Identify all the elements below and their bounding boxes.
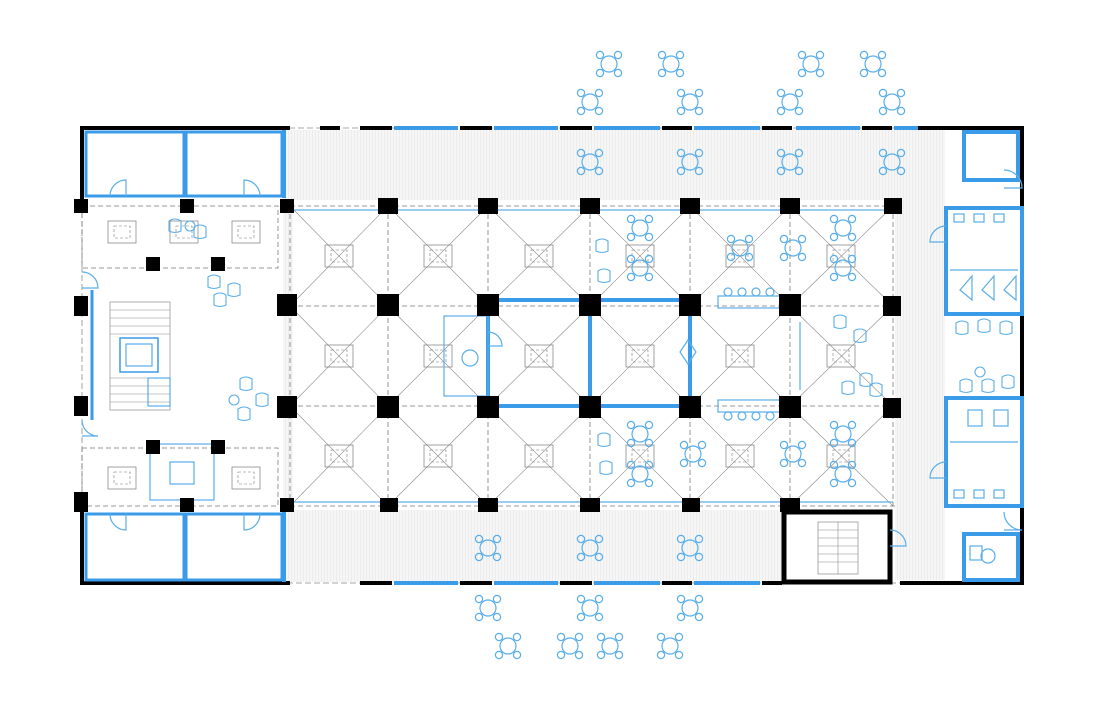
nw-rooms [84, 130, 286, 198]
west-lounge-chairs [168, 218, 269, 422]
south-stair-core [781, 509, 907, 585]
north-corridor-hatch [283, 130, 943, 200]
west-wing-black-outline-south [80, 510, 290, 585]
circulation-hatch-group [283, 130, 945, 582]
west-wing [80, 126, 290, 585]
sw-rooms [84, 512, 286, 582]
west-ceiling-bays [81, 205, 279, 507]
west-door-swings [81, 179, 261, 531]
west-wing-black-outline [80, 126, 290, 200]
restroom-lounge-chairs [955, 318, 1015, 394]
east-corridor-hatch [895, 130, 945, 580]
indoor-cafe-tables [626, 214, 857, 488]
west-corridor-hatch [283, 200, 293, 510]
se-utility-room [962, 532, 1020, 582]
structural-columns [74, 198, 902, 512]
sw-room-a [84, 512, 186, 582]
restroom-north [944, 206, 1024, 316]
nw-room-a [84, 130, 186, 198]
west-stair-core [109, 301, 171, 411]
restroom-south [944, 396, 1024, 508]
exterior-envelope [81, 126, 1023, 585]
bar-counters [717, 287, 801, 421]
sw-room-b [184, 512, 284, 582]
nw-room-b [184, 130, 284, 198]
ne-utility-room [962, 130, 1020, 182]
south-corridor-hatch [283, 510, 783, 582]
elevator-shaft [119, 337, 159, 373]
east-service-block [900, 126, 1024, 585]
